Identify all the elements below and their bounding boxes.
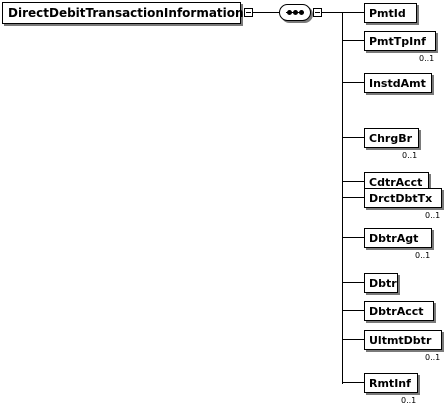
child-element-chrgbr[interactable]: ChrgBr — [364, 128, 419, 148]
child-element-label: DrctDbtTx — [369, 191, 433, 205]
child-element-label: UltmtDbtr — [369, 333, 432, 347]
branch-line — [342, 82, 364, 83]
child-element-pmtid[interactable]: PmtId — [364, 3, 417, 23]
multiplicity-label: 0..1 — [415, 251, 431, 260]
child-element-label: DbtrAgt — [369, 231, 419, 245]
branch-line — [342, 137, 364, 138]
branch-line — [342, 237, 364, 238]
branch-line — [342, 282, 364, 283]
sequence-collapse-icon[interactable] — [313, 8, 322, 17]
child-element-label: Dbtr — [369, 276, 397, 290]
branch-line — [342, 382, 364, 383]
multiplicity-label: 0..1 — [401, 396, 417, 405]
child-element-drctdbttx[interactable]: DrctDbtTx — [364, 188, 442, 208]
multiplicity-label: 0..1 — [425, 211, 441, 220]
child-element-label: DbtrAcct — [369, 304, 424, 318]
trunk-line — [342, 12, 343, 384]
sequence-dot-icon — [287, 10, 292, 15]
root-element[interactable]: DirectDebitTransactionInformation1 — [2, 2, 252, 24]
child-element-instdamt[interactable]: InstdAmt — [364, 73, 432, 93]
child-element-dbtracct[interactable]: DbtrAcct — [364, 301, 434, 321]
child-element-dbtragt[interactable]: DbtrAgt — [364, 228, 432, 248]
branch-line — [342, 181, 364, 182]
child-element-label: ChrgBr — [369, 131, 413, 145]
branch-line — [342, 12, 364, 13]
child-element-cdtracct[interactable]: CdtrAcct — [364, 172, 429, 192]
child-element-pmttpinf[interactable]: PmtTpInf — [364, 31, 436, 51]
child-element-label: CdtrAcct — [369, 175, 423, 189]
sequence-dot-icon — [299, 10, 304, 15]
multiplicity-label: 0..1 — [425, 353, 441, 362]
connector-line — [322, 12, 342, 13]
multiplicity-label: 0..1 — [419, 54, 435, 63]
child-element-dbtr[interactable]: Dbtr — [364, 273, 398, 293]
branch-line — [342, 339, 364, 340]
branch-line — [342, 310, 364, 311]
child-element-label: PmtId — [369, 6, 406, 20]
multiplicity-label: 0..1 — [402, 151, 418, 160]
root-label: DirectDebitTransactionInformation1 — [8, 6, 252, 20]
sequence-compositor[interactable] — [279, 4, 311, 21]
child-element-label: InstdAmt — [369, 76, 426, 90]
child-element-label: PmtTpInf — [369, 34, 426, 48]
sequence-dot-icon — [293, 10, 298, 15]
root-collapse-icon[interactable] — [244, 8, 253, 17]
child-element-ultmtdbtr[interactable]: UltmtDbtr — [364, 330, 442, 350]
child-element-rmtinf[interactable]: RmtInf — [364, 373, 418, 393]
child-element-label: RmtInf — [369, 376, 411, 390]
branch-line — [342, 40, 364, 41]
branch-line — [342, 197, 364, 198]
connector-line — [253, 12, 279, 13]
